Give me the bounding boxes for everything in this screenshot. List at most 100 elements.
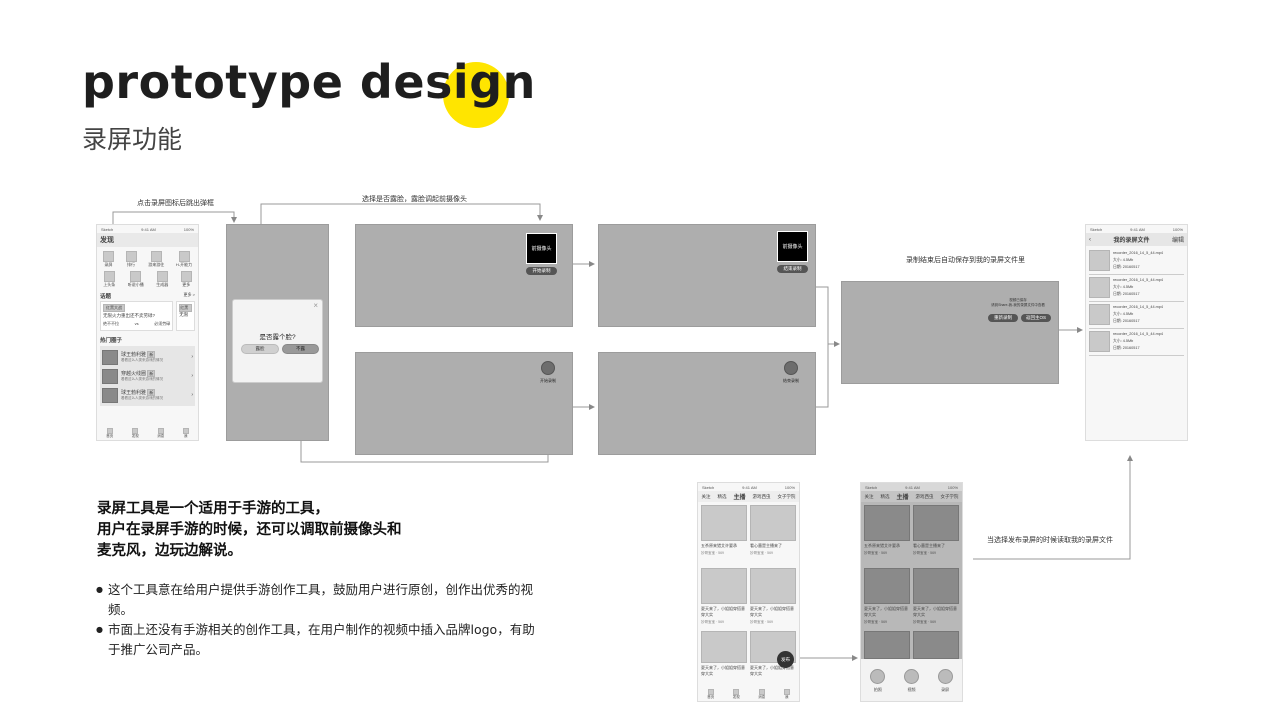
feed-card bbox=[864, 631, 910, 661]
status-carrier: Sketch bbox=[101, 226, 114, 232]
topic-label: 话题 bbox=[100, 294, 112, 300]
yellow-accent-circle bbox=[443, 62, 509, 128]
home-header: 发现 bbox=[97, 233, 198, 247]
icon-generator[interactable]: 生成器 bbox=[156, 271, 168, 288]
feature-bullets: 这个工具意在给用户提供手游创作工具，鼓励用户进行原创，创作出优秀的视频。 市面上… bbox=[96, 580, 546, 660]
action-photo[interactable]: 拍照 bbox=[870, 669, 886, 693]
icon-games[interactable]: 游来游往 bbox=[148, 251, 164, 268]
description-line: 用户在录屏手游的时候，还可以调取前摄像头和 bbox=[97, 522, 402, 538]
topic-title-2: 无限 bbox=[179, 312, 189, 317]
end-record-circle-button[interactable] bbox=[784, 361, 798, 375]
feed-card[interactable]: 五杀原来猎艾许要承妙哥宝宝 · 569 bbox=[701, 505, 747, 565]
action-screen-record[interactable]: 录屏 bbox=[937, 669, 953, 693]
start-record-button[interactable]: 开始录制 bbox=[526, 267, 557, 275]
topic-left: 绝不不拉 bbox=[103, 321, 119, 326]
icon-record[interactable]: 录屏 bbox=[102, 251, 114, 268]
feed-card[interactable]: 夏天来了，小姐姐穿搭意穿大实 bbox=[701, 631, 747, 683]
files-title: 我的录屏文件 bbox=[1113, 238, 1150, 244]
tab-home[interactable]: 首页 bbox=[106, 428, 113, 439]
status-battery: 100% bbox=[183, 226, 194, 232]
icon-more[interactable]: 更多 bbox=[180, 271, 192, 288]
caption-autosave: 录制结束后自动保存到我的录屏文件里 bbox=[906, 257, 1025, 264]
icon-headline[interactable]: 上头条 bbox=[103, 271, 115, 288]
bullet-item: 这个工具意在给用户提供手游创作工具，鼓励用户进行原创，创作出优秀的视频。 bbox=[96, 580, 546, 620]
tab-picks[interactable]: 精选 bbox=[717, 493, 727, 499]
recording-screen-camera: 前摄像头 结束录制 bbox=[598, 224, 816, 327]
topic-card-2[interactable]: 红黑 无限 bbox=[176, 301, 195, 331]
caption-camera: 选择是否露脸，露脸调起前摄像头 bbox=[362, 196, 467, 203]
feed-card[interactable]: 夏天来了，小姐姐穿搭意穿大实妙哥宝宝 · 569 bbox=[750, 568, 796, 628]
feed-card[interactable]: 夏天来了，小姐姐穿搭意穿大实妙哥宝宝 · 569 bbox=[701, 568, 747, 628]
tab-messages[interactable]: 消息 bbox=[157, 428, 164, 439]
tab-streamer[interactable]: 主播 bbox=[733, 495, 746, 501]
topic-more-link[interactable]: 更多 > bbox=[183, 292, 195, 297]
rerecord-button[interactable]: 重新录制 bbox=[988, 314, 1018, 322]
close-icon[interactable]: × bbox=[313, 301, 318, 310]
caption-publish: 当选择发布录屏的时候读取我的录屏文件 bbox=[987, 537, 1113, 544]
record-screen-noface: 开始录制 bbox=[355, 352, 573, 455]
circle-item[interactable]: 球王勃利雅 新看看这么人类来游戏的情况 › bbox=[102, 348, 193, 366]
feed-card: 看心墨是主播来了妙哥宝宝 · 569 bbox=[913, 505, 959, 565]
circle-item[interactable]: 球王勃利雅 新看看这么人类来游戏的情况 › bbox=[102, 386, 193, 404]
tab-girls[interactable]: 女子学院 bbox=[777, 493, 796, 499]
start-record-circle-button[interactable] bbox=[541, 361, 555, 375]
icon-ability[interactable]: H-开能力 bbox=[176, 251, 192, 268]
tab-follow[interactable]: 关注 bbox=[701, 493, 711, 499]
action-video[interactable]: 视频 bbox=[903, 669, 919, 693]
end-record-button[interactable]: 结束录制 bbox=[777, 265, 808, 273]
tab-discover[interactable]: 发现 bbox=[733, 689, 740, 700]
tab-me[interactable]: 我 bbox=[182, 428, 189, 439]
publish-button[interactable]: 发布 bbox=[777, 651, 794, 668]
status-bar: Sketch 9:41 AM 100% bbox=[861, 483, 962, 491]
topic-right: 必须劳碌 bbox=[154, 321, 171, 326]
feed-card: 五杀原来猎艾许要承妙哥宝宝 · 569 bbox=[864, 505, 910, 565]
no-face-button[interactable]: 不露 bbox=[282, 344, 319, 354]
start-record-label: 开始录制 bbox=[540, 378, 556, 383]
page-title: prototype design bbox=[82, 55, 536, 109]
bottom-tab-bar: 首页 发现 消息 我 bbox=[97, 428, 198, 439]
feed-card[interactable]: 夏天来了，小姐姐穿搭意穿大实 发布 bbox=[750, 631, 796, 683]
edit-button[interactable]: 编辑 bbox=[1171, 238, 1184, 244]
back-icon[interactable]: ‹ bbox=[1089, 236, 1091, 243]
return-home-button[interactable]: 返回主OS bbox=[1021, 314, 1051, 322]
icon-listen[interactable]: 听说小播 bbox=[128, 271, 144, 288]
front-camera-preview: 前摄像头 bbox=[777, 231, 808, 262]
save-title: 视频已保存 bbox=[1009, 298, 1027, 302]
feed-card: 夏天来了，小姐姐穿搭意穿大实妙哥宝宝 · 569 bbox=[864, 568, 910, 628]
bottom-tab-bar: 首页 发现 消息 我 bbox=[698, 689, 799, 700]
chevron-right-icon: › bbox=[191, 373, 193, 379]
feed-grid: 五杀原来猎艾许要承妙哥宝宝 · 569 看心墨是主播来了妙哥宝宝 · 569 夏… bbox=[698, 502, 799, 686]
description-line: 麦克风，边玩边解说。 bbox=[97, 543, 242, 559]
feed-card: 夏天来了，小姐姐穿搭意穿大实妙哥宝宝 · 569 bbox=[913, 568, 959, 628]
topic-card[interactable]: 红黑大战 无限火力重出还不卖劳碌? 绝不不拉 vs 必须劳碌 bbox=[100, 301, 174, 331]
icon-rank[interactable]: 排行 bbox=[125, 251, 137, 268]
tab-me[interactable]: 我 bbox=[783, 689, 790, 700]
status-time: 9:41 AM bbox=[141, 226, 156, 232]
status-bar: Sketch 9:41 AM 100% bbox=[97, 225, 198, 233]
tab-game: 游戏西虫 bbox=[915, 493, 934, 499]
topic-tag: 红黑大战 bbox=[103, 304, 125, 312]
tab-picks: 精选 bbox=[880, 493, 890, 499]
dialog-question: 是否露个脸? bbox=[259, 334, 296, 341]
tab-discover[interactable]: 发现 bbox=[132, 428, 139, 439]
circle-item[interactable]: 穿越火线圈 新看看这么人类来游戏的情况 › bbox=[102, 367, 193, 385]
tab-messages[interactable]: 消息 bbox=[758, 689, 765, 700]
status-bar: Sketch 9:41 AM 100% bbox=[1090, 226, 1183, 232]
chevron-right-icon: › bbox=[191, 354, 193, 360]
feed-card[interactable]: 看心墨是主播来了妙哥宝宝 · 569 bbox=[750, 505, 796, 565]
feed-phone: Sketch 9:41 AM 100% 关注 精选 主播 游戏西虫 女子学院 五… bbox=[697, 482, 800, 702]
tab-game[interactable]: 游戏西虫 bbox=[752, 493, 771, 499]
topic-vs: vs bbox=[134, 321, 139, 326]
files-header: ‹ 我的录屏文件 编辑 bbox=[1086, 233, 1187, 246]
feed-grid: 五杀原来猎艾许要承妙哥宝宝 · 569 看心墨是主播来了妙哥宝宝 · 569 夏… bbox=[861, 502, 962, 664]
feature-description: 录屏工具是一个适用于手游的工具， 用户在录屏手游的时候，还可以调取前摄像头和 麦… bbox=[97, 499, 497, 562]
show-face-button[interactable]: 露脸 bbox=[241, 344, 279, 354]
caption-popup: 点击录屏图标后跳出弹框 bbox=[137, 200, 214, 207]
hot-circles-label: 热门圈子 bbox=[100, 338, 123, 344]
status-bar: Sketch 9:41 AM 100% bbox=[702, 484, 795, 490]
tab-home[interactable]: 首页 bbox=[707, 689, 714, 700]
